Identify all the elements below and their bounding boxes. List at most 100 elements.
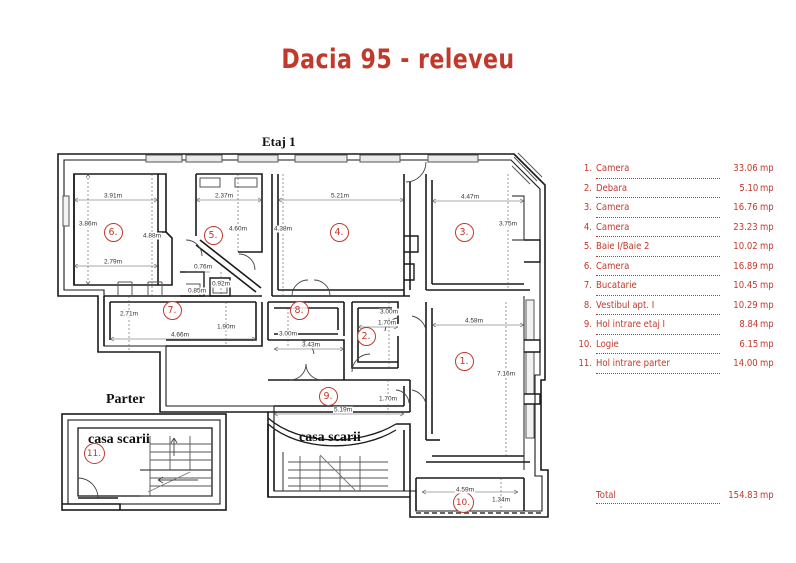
- legend-item-unit: mp: [760, 163, 774, 174]
- legend-item-name: Total: [596, 490, 619, 501]
- legend-leader-dots: [596, 372, 720, 374]
- dimension-label: 4.59m: [454, 486, 476, 494]
- legend-item-name: Vestibul apt. I: [596, 299, 657, 311]
- legend-item-value: 16.89: [731, 260, 758, 272]
- room-badge-3[interactable]: 3.: [454, 222, 474, 242]
- legend-item-unit: mp: [760, 182, 774, 194]
- legend-leader-dots: [596, 313, 720, 315]
- legend-item-unit: mp: [760, 221, 774, 233]
- dimension-label: 3.43m: [300, 341, 322, 349]
- legend-item-value: 154.83: [725, 490, 758, 501]
- dimension-label: 4.58m: [463, 317, 485, 325]
- legend-item-unit: mp: [760, 299, 774, 311]
- legend-item-value: 5.10: [736, 182, 758, 194]
- legend-item-number: 9.: [583, 319, 592, 330]
- dimension-label: 0.76m: [192, 263, 214, 271]
- legend-item-name: Camera: [596, 163, 632, 174]
- legend-item-value: 10.45: [731, 280, 758, 291]
- dimension-label: 4.66m: [169, 331, 191, 339]
- dimension-label: 4.88m: [141, 232, 163, 240]
- room-badge-10[interactable]: 10.: [452, 491, 474, 513]
- legend-item-unit: mp: [760, 260, 774, 272]
- legend-item-unit: mp: [760, 280, 774, 291]
- legend-leader-dots: [596, 502, 720, 504]
- legend-item-value: 8.84: [736, 319, 758, 330]
- legend-item-value: 10.02: [731, 241, 758, 252]
- dimension-label: 4.38m: [272, 225, 294, 233]
- legend-item-number: 3.: [583, 202, 592, 213]
- legend-item-name: Bucatarie: [596, 280, 640, 291]
- legend-leader-dots: [596, 255, 720, 257]
- legend-item-name: Camera: [596, 260, 632, 272]
- legend-leader-dots: [596, 352, 720, 354]
- dimension-label: 5.19m: [332, 406, 354, 414]
- legend-leader-dots: [596, 177, 720, 179]
- legend-item-number: 7.: [583, 280, 592, 291]
- parter-label: Parter: [106, 392, 145, 407]
- room-badge-9[interactable]: 9.: [318, 386, 338, 406]
- stairwell-label-etaj: casa scarii: [299, 430, 361, 445]
- legend-item-name: Logie: [596, 338, 622, 350]
- legend-item-value: 33.06: [731, 163, 758, 174]
- legend-item-value: 10.29: [731, 299, 758, 311]
- legend-leader-dots: [596, 274, 720, 276]
- legend-item-name: Debara: [596, 182, 630, 194]
- legend-item-number: 2.: [583, 182, 592, 194]
- legend-item-unit: mp: [760, 319, 774, 330]
- room-badge-7[interactable]: 7.: [162, 300, 182, 320]
- legend-leader-dots: [596, 196, 720, 198]
- page-title: Dacia 95 - releveu: [281, 44, 515, 75]
- room-badge-1[interactable]: 1.: [454, 351, 474, 371]
- legend-item-name: Hol intrare parter: [596, 358, 673, 369]
- legend-leader-dots: [596, 333, 720, 335]
- room-badge-6[interactable]: 6.: [103, 222, 123, 242]
- dimension-label: 4.47m: [459, 193, 481, 201]
- legend-item-name: Hol intrare etaj I: [596, 319, 668, 330]
- legend-item-number: 8.: [583, 299, 592, 311]
- legend-item-unit: mp: [760, 338, 774, 350]
- legend-item-name: Camera: [596, 202, 632, 213]
- legend-item-number: 6.: [583, 260, 592, 272]
- dimension-label: 1.70m: [376, 319, 398, 327]
- legend-item-number: 10.: [578, 338, 592, 350]
- room-badge-4[interactable]: 4.: [329, 222, 349, 242]
- dimension-label: 0.92m: [210, 280, 232, 288]
- room-badge-8[interactable]: 8.: [289, 300, 309, 320]
- dimension-label: 1.90m: [215, 323, 237, 331]
- legend-item-unit: mp: [760, 241, 774, 252]
- legend-item-number: 5.: [583, 241, 592, 252]
- legend-leader-dots: [596, 216, 720, 218]
- dimension-label: 1.70m: [377, 395, 399, 403]
- legend-item-name: Baie I/Baie 2: [596, 241, 653, 252]
- etaj-1-label: Etaj 1: [262, 134, 296, 149]
- room-badge-2[interactable]: 2.: [356, 326, 376, 346]
- dimension-label: 3.75m: [497, 220, 519, 228]
- legend-item-value: 16.76: [731, 202, 758, 213]
- legend-item-number: 4.: [583, 221, 592, 233]
- dimension-label: 3.91m: [102, 192, 124, 200]
- dimension-label: 7.16m: [495, 370, 517, 378]
- legend-item-unit: mp: [760, 202, 774, 213]
- dimension-label: 2.79m: [102, 258, 124, 266]
- dimension-label: 5.21m: [329, 192, 351, 200]
- dimension-label: 3.00m: [378, 308, 400, 316]
- legend-item-unit: mp: [760, 490, 774, 501]
- room-badge-11[interactable]: 11.: [83, 442, 105, 464]
- room-badge-5[interactable]: 5.: [203, 225, 223, 245]
- dimension-label: 2.71m: [118, 310, 140, 318]
- legend-item-value: 23.23: [731, 221, 758, 233]
- dimension-label: 1.34m: [490, 496, 512, 504]
